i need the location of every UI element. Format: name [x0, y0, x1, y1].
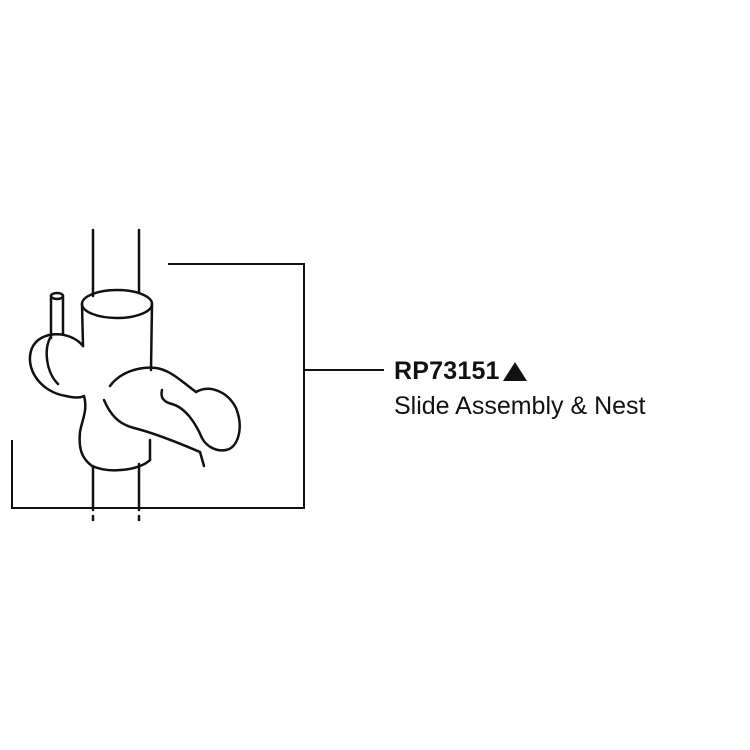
collar-right-side	[149, 302, 154, 372]
part-description: Slide Assembly & Nest	[394, 392, 646, 420]
body-left-curve	[78, 394, 94, 468]
part-number-row: RP73151	[394, 356, 646, 386]
nest-cradle-bottom	[200, 436, 228, 452]
part-callout: RP73151 Slide Assembly & Nest	[394, 356, 646, 421]
nest-arm-lower-left	[102, 398, 136, 430]
slide-assembly-illustration	[28, 228, 241, 522]
nest-cradle-tail	[198, 450, 206, 468]
nest-cradle-outer	[194, 387, 241, 452]
nest-arm-top	[108, 366, 198, 394]
callout-bracket	[11, 263, 384, 509]
nest-cradle-lip	[160, 388, 174, 406]
knob-inner-curve	[45, 336, 60, 386]
collar-top	[80, 288, 154, 320]
body-bottom	[90, 458, 152, 472]
part-number: RP73151	[394, 356, 500, 385]
nest-arm-bottom	[132, 426, 202, 454]
knob-outline	[28, 333, 86, 399]
pin-top	[49, 291, 65, 301]
triangle-icon	[502, 361, 527, 381]
bracket-outline	[11, 263, 305, 509]
collar-left-side	[80, 302, 85, 348]
nest-cradle-inner	[170, 402, 204, 440]
